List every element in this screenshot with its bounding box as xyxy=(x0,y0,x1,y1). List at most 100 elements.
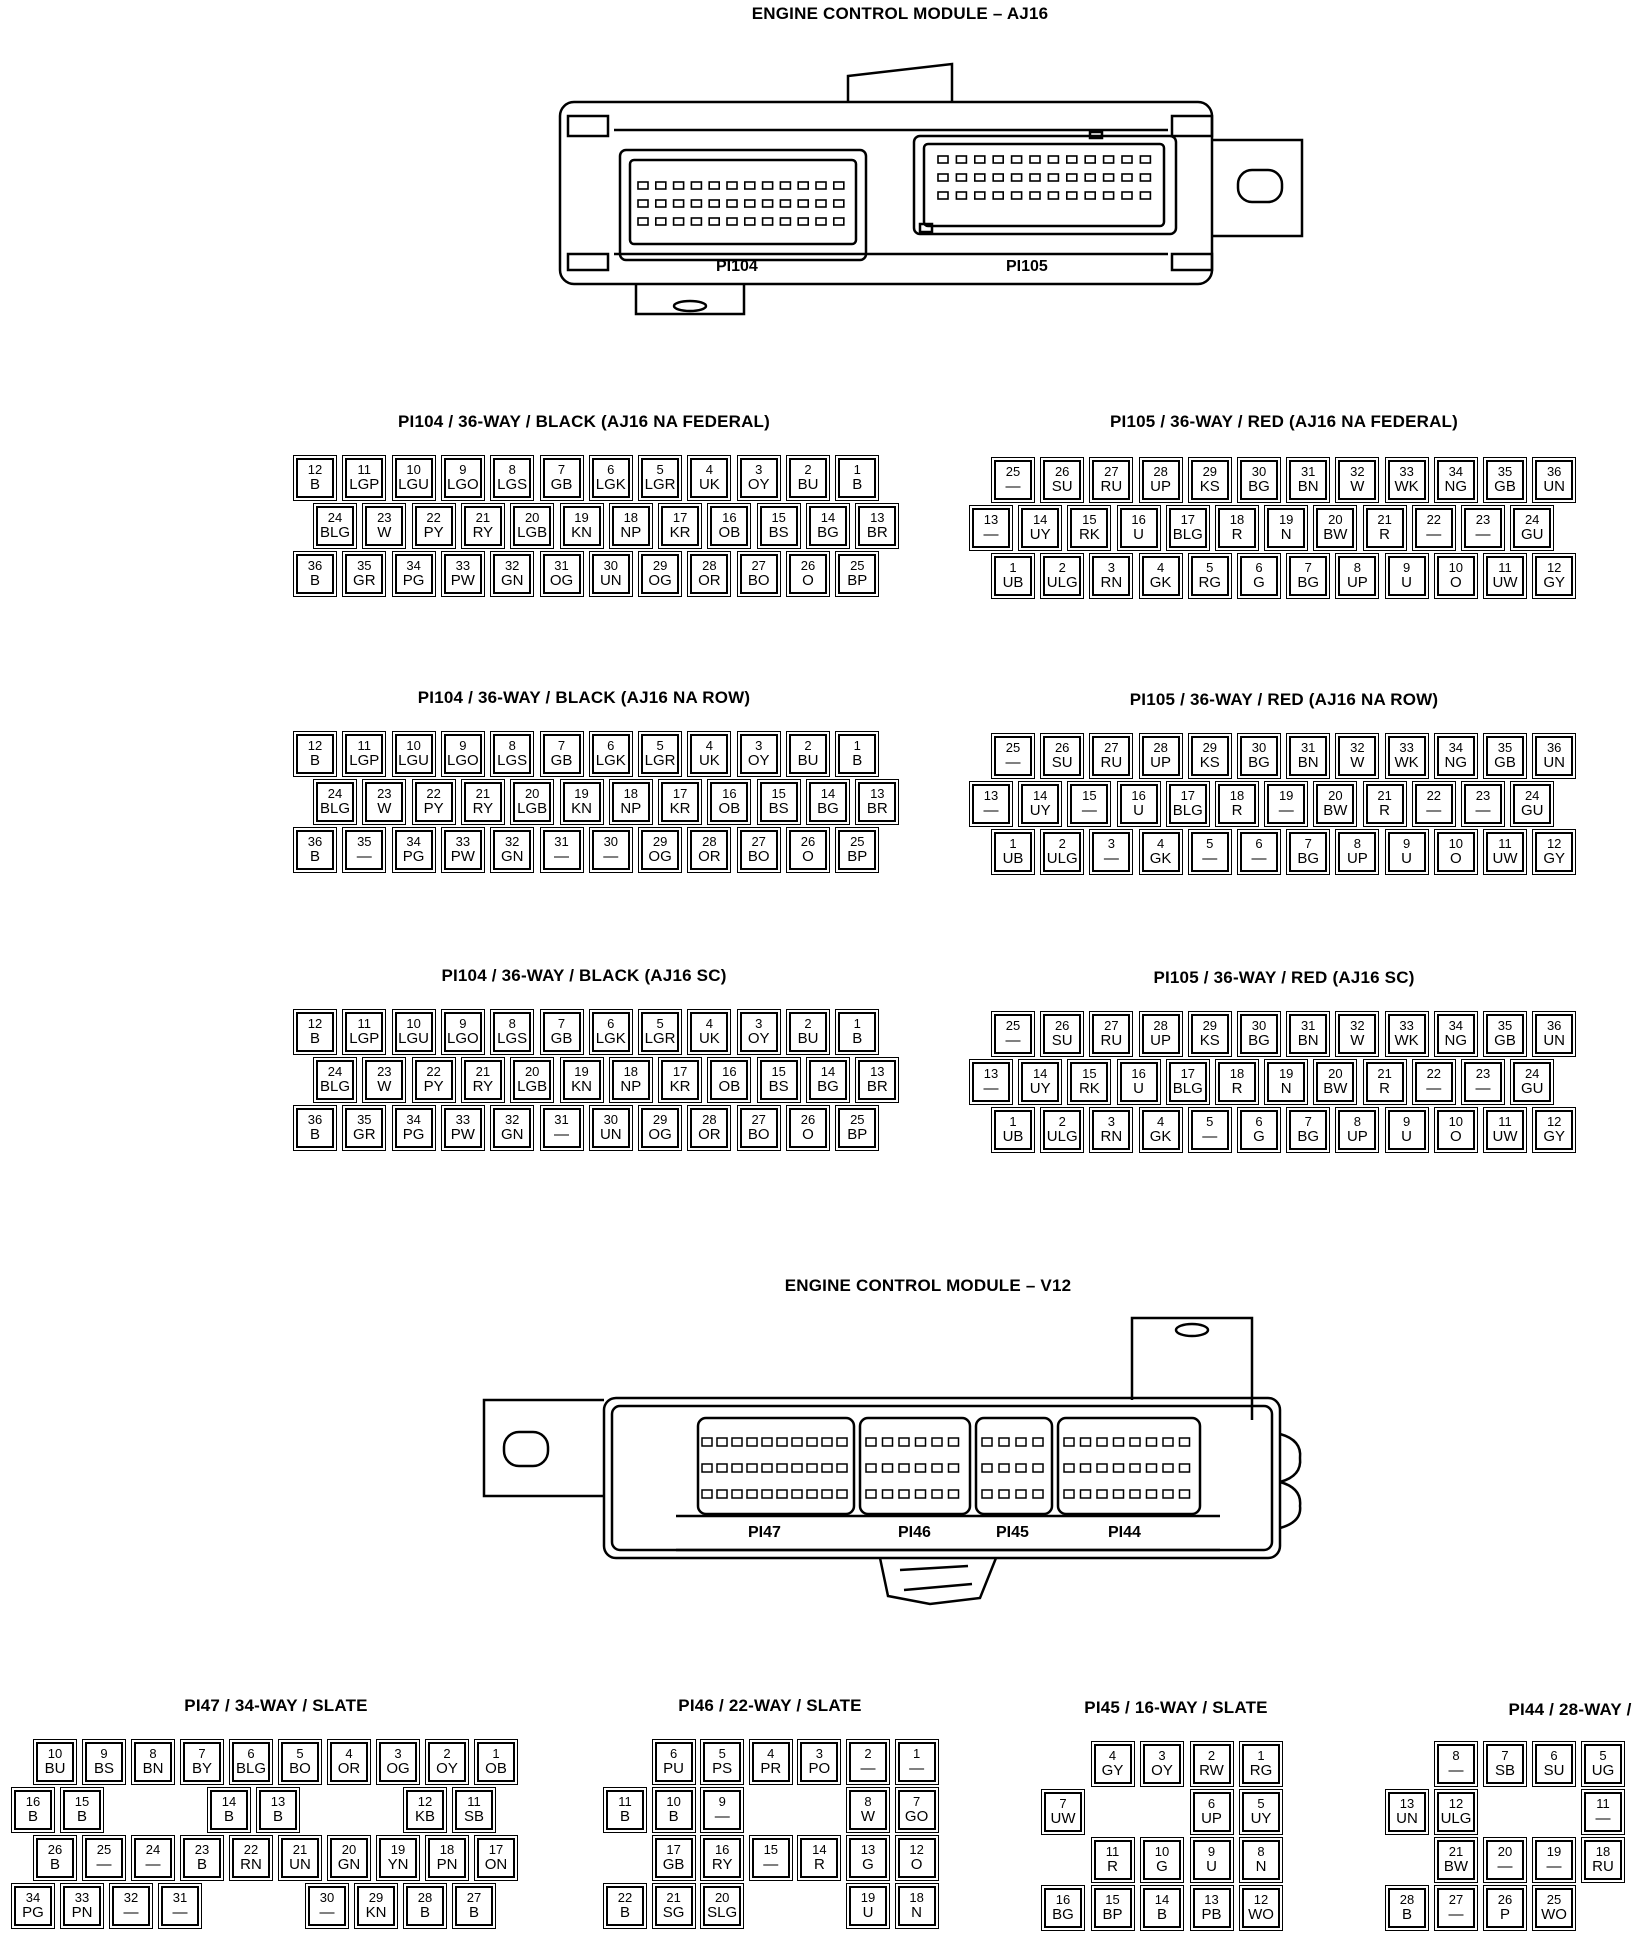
wire-color-code: LGK xyxy=(595,751,626,769)
pin-number: 16 xyxy=(714,1842,730,1858)
pin-number: 6 xyxy=(247,1746,255,1762)
pin-number: 28 xyxy=(1399,1892,1415,1908)
wire-color-code: O xyxy=(802,571,814,589)
wire-color-code: — xyxy=(1426,525,1442,543)
wire-color-code: W xyxy=(377,523,392,541)
pin-number: 1 xyxy=(853,462,861,478)
pi44-pin-8: 8— xyxy=(1434,1741,1478,1787)
pin-number: 11 xyxy=(467,1794,481,1810)
pin-number: 35 xyxy=(357,1112,372,1128)
wire-color-code: LGR xyxy=(644,475,676,493)
wire-color-code: GB xyxy=(550,475,573,493)
wire-color-code: UY xyxy=(1250,1809,1272,1827)
pin-number: 25 xyxy=(1005,740,1021,756)
pin-number: 8 xyxy=(864,1794,872,1810)
pin-number: 31 xyxy=(554,1112,569,1128)
pin-number: 32 xyxy=(1350,464,1365,480)
wire-color-code: B xyxy=(76,1807,87,1825)
wire-color-code: GN xyxy=(337,1855,361,1873)
wire-color-code: BN xyxy=(1297,753,1319,771)
wire-color-code: PR xyxy=(760,1759,782,1777)
wire-color-code: R xyxy=(1231,1079,1243,1097)
wire-color-code: LGS xyxy=(497,751,528,769)
pin-number: 23 xyxy=(1475,1066,1491,1082)
pi105-sc-pin-5: 5— xyxy=(1187,1107,1232,1153)
pin-number: 19 xyxy=(860,1890,876,1906)
wire-color-code: OR xyxy=(337,1759,361,1777)
pin-number: 9 xyxy=(459,462,467,478)
wire-color-code: — xyxy=(319,1903,335,1921)
pin-number: 5 xyxy=(1599,1748,1607,1764)
pi47-pin-30: 30— xyxy=(305,1883,349,1929)
pin-number: 14 xyxy=(820,786,836,802)
pin-number: 8 xyxy=(1257,1844,1265,1860)
wire-color-code: GB xyxy=(1494,753,1516,771)
pin-number: 30 xyxy=(603,834,619,850)
pin-number: 22 xyxy=(1426,512,1442,528)
wire-color-code: GN xyxy=(500,571,524,589)
wire-color-code: B xyxy=(309,751,320,769)
wire-color-code: BG xyxy=(1052,1905,1074,1923)
pin-number: 27 xyxy=(466,1890,482,1906)
pin-number: 24 xyxy=(327,786,343,802)
wire-color-code: N xyxy=(911,1903,923,1921)
pin-number: 18 xyxy=(1229,512,1245,528)
pin-number: 8 xyxy=(149,1746,157,1762)
pin-number: 32 xyxy=(504,1112,520,1128)
wire-color-code: UN xyxy=(289,1855,311,1873)
pin-number: 14 xyxy=(1032,1066,1048,1082)
wire-color-code: PY xyxy=(423,799,444,817)
wire-color-code: UP xyxy=(1150,753,1172,771)
pi105-module-label: PI105 xyxy=(1006,258,1048,275)
pi105-row-pin-19: 19— xyxy=(1264,781,1309,827)
wire-color-code: SU xyxy=(1051,753,1073,771)
pin-number: 4 xyxy=(705,738,713,754)
wire-color-code: RU xyxy=(1592,1857,1614,1875)
pin-number: 34 xyxy=(25,1890,41,1906)
wire-color-code: LGO xyxy=(447,475,479,493)
pin-number: 21 xyxy=(1377,512,1392,528)
wire-color-code: PG xyxy=(402,571,425,589)
wire-color-code: — xyxy=(1448,1905,1464,1923)
wire-color-code: GU xyxy=(1520,1079,1544,1097)
pi46-pin-2: 2— xyxy=(846,1739,890,1785)
wire-color-code: YN xyxy=(387,1855,409,1873)
wire-color-code: — xyxy=(1426,1079,1442,1097)
pin-number: 11 xyxy=(357,738,372,754)
pin-number: 11 xyxy=(1498,1114,1512,1130)
pin-number: 12 xyxy=(307,462,323,478)
pin-number: 4 xyxy=(345,1746,353,1762)
pi105-fed-pin-13: 13— xyxy=(969,505,1013,551)
wire-color-code: UY xyxy=(1029,1079,1051,1097)
wire-color-code: UK xyxy=(698,475,720,493)
wire-color-code: KS xyxy=(1199,477,1220,495)
wire-color-code: BS xyxy=(768,523,789,541)
